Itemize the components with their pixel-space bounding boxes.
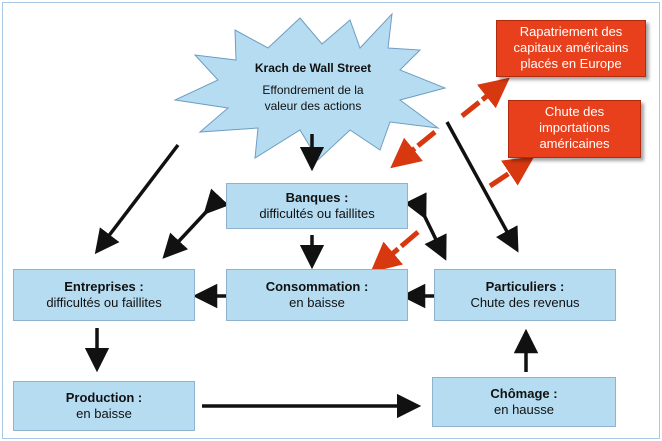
importations-line3: américaines [539, 136, 610, 151]
red-arrow-krach-rapatriement [460, 77, 510, 118]
importations-line1: Chute des [544, 104, 605, 119]
banques-box: Banques : difficultés ou faillites [226, 183, 408, 229]
chomage-sub: en hausse [494, 402, 554, 417]
arrow-banques-particuliers [404, 192, 447, 261]
red-arrow-importations-banques [390, 130, 437, 169]
red-arrow-consommation [370, 230, 420, 273]
production-box: Production : en baisse [13, 381, 195, 431]
red-arrow-krach-importations [488, 156, 535, 189]
consommation-box: Consommation : en baisse [226, 269, 408, 321]
krach-burst [173, 12, 447, 161]
arrow-krach-particuliers [445, 121, 519, 253]
importations-line2: importations [539, 120, 610, 135]
chomage-box: Chômage : en hausse [432, 377, 616, 427]
consommation-sub: en baisse [289, 295, 345, 310]
krach-line2: valeur des actions [264, 99, 362, 113]
banques-title: Banques : [285, 190, 349, 205]
consommation-title: Consommation : [265, 279, 369, 294]
krach-text: Krach de Wall Street Effondrement de la … [228, 60, 398, 114]
banques-sub: difficultés ou faillites [259, 206, 375, 221]
krach-title: Krach de Wall Street [254, 61, 372, 75]
rapatriement-line2: capitaux américains [513, 40, 629, 55]
entreprises-box: Entreprises : difficultés ou faillites [13, 269, 195, 321]
particuliers-box: Particuliers : Chute des revenus [434, 269, 616, 321]
chomage-title: Chômage : [490, 386, 558, 401]
entreprises-title: Entreprises : [64, 279, 144, 294]
rapatriement-line1: Rapatriement des [519, 24, 623, 39]
krach-line1: Effondrement de la [262, 83, 364, 97]
rapatriement-line3: placés en Europe [520, 56, 622, 71]
particuliers-title: Particuliers : [485, 279, 565, 294]
entreprises-sub: difficultés ou faillites [46, 295, 162, 310]
particuliers-sub: Chute des revenus [470, 295, 580, 310]
production-title: Production : [65, 390, 143, 405]
production-sub: en baisse [76, 406, 132, 421]
arrow-banques-entreprises [162, 188, 230, 259]
arrow-krach-entreprises [94, 143, 180, 255]
importations-box: Chute des importations américaines [508, 100, 641, 158]
rapatriement-box: Rapatriement des capitaux américains pla… [496, 20, 646, 77]
